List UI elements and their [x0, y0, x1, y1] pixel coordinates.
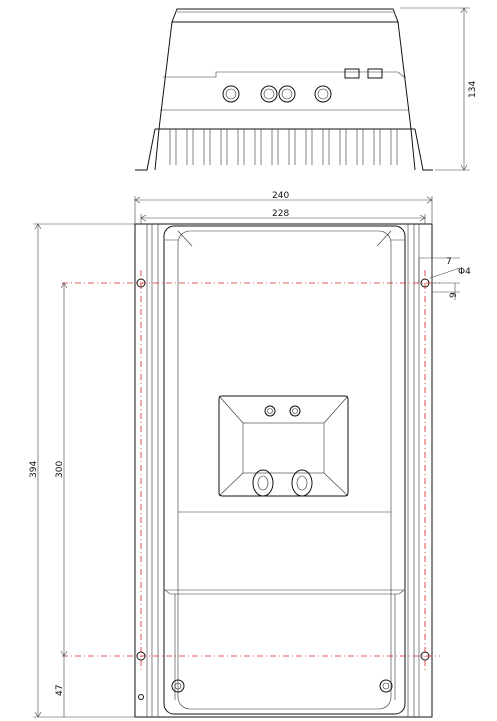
front-view	[62, 223, 440, 718]
hole-offset-dim: 9	[449, 292, 459, 298]
overall-height-dim: 394	[29, 461, 39, 478]
overall-width-dim: 240	[272, 191, 289, 201]
edge-offset-dim: 7	[446, 257, 452, 267]
bottom-offset-dim: 47	[55, 685, 65, 696]
side-view: 134	[135, 7, 478, 171]
corner-screws	[171, 679, 393, 693]
inner-width-dim: 228	[272, 209, 289, 219]
hole-diameter-dim: Φ4	[458, 267, 471, 277]
display-window	[218, 395, 349, 497]
side-height-dim: 134	[468, 81, 478, 98]
dimensions: 240 228 394 300 47 7 Φ4 9	[29, 191, 471, 718]
mounting-holes	[136, 278, 430, 700]
hole-spacing-dim: 300	[55, 461, 65, 478]
